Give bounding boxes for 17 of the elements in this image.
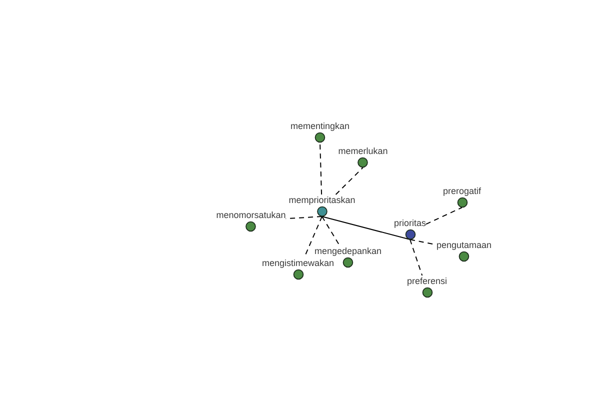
node-label: preferensi	[406, 276, 448, 286]
node-label: prioritas	[394, 218, 426, 228]
node-label: memerlukan	[338, 146, 388, 156]
node-label: pengutamaan	[436, 240, 492, 250]
node-label: menomorsatukan	[216, 210, 286, 220]
node-label: prerogatif	[442, 186, 482, 196]
node-label: mengistimewakan	[262, 258, 334, 268]
dashed-line	[335, 167, 364, 195]
node-label: memprioritaskan	[288, 194, 356, 204]
dashed-line	[320, 142, 322, 195]
dashed-line	[285, 216, 322, 220]
dashed-line	[410, 239, 423, 276]
dashed-line	[322, 216, 340, 246]
node-label: mementingkan	[290, 120, 350, 130]
connector-line	[322, 216, 410, 240]
dashed-line	[426, 207, 462, 225]
node-label: mengedepankan	[314, 246, 382, 256]
